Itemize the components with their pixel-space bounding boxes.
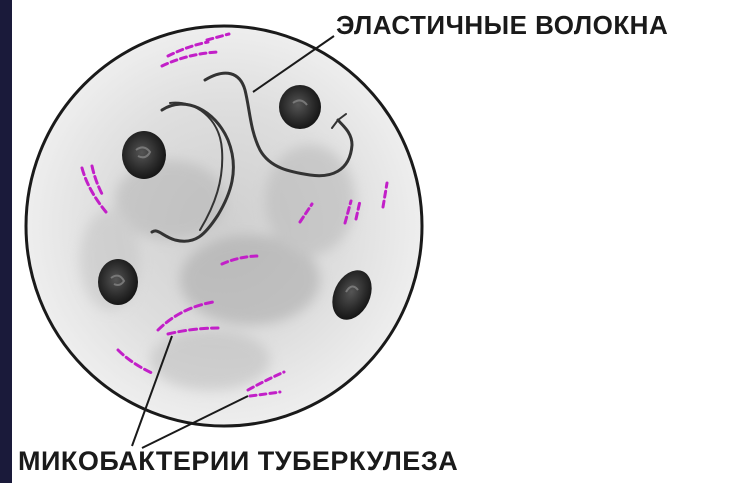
label-elastic-fibers: ЭЛАСТИЧНЫЕ ВОЛОКНА — [336, 10, 668, 41]
label-mycobacteria: МИКОБАКТЕРИИ ТУБЕРКУЛЕЗА — [18, 446, 458, 477]
nucleus — [279, 85, 321, 129]
nucleus — [98, 259, 138, 305]
microscope-field — [26, 26, 422, 426]
nucleus — [122, 131, 166, 179]
